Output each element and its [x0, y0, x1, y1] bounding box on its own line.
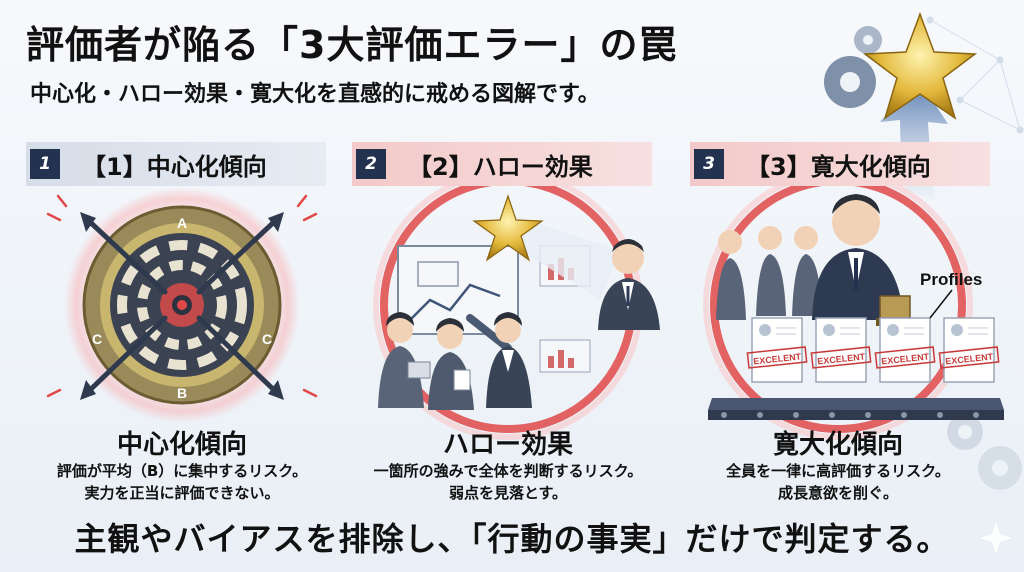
panel-description-leniency: 全員を一律に高評価するリスク。 成長意欲を削ぐ。 — [668, 460, 1008, 504]
panel-number-badge: 3 — [694, 149, 724, 179]
description-line: 実力を正当に評価できない。 — [84, 484, 280, 502]
panel-header-halo-effect: 2 【2】ハロー効果 — [352, 142, 652, 186]
target-label-b: B — [177, 385, 187, 401]
panel-description-central-tendency: 評価が平均（B）に集中するリスク。 実力を正当に評価できない。 — [12, 460, 352, 504]
panel-name-central-tendency: 中心化傾向 — [116, 430, 247, 460]
halo-effect-illustration — [373, 170, 660, 440]
profiles-label: Profiles — [920, 270, 982, 289]
description-line: 成長意欲を削ぐ。 — [777, 484, 898, 502]
gear-icon — [947, 414, 1022, 490]
page-subtitle: 中心化・ハロー効果・寛大化を直感的に戒める図解です。 — [30, 82, 600, 107]
panel-name-halo-effect: ハロー効果 — [442, 430, 573, 460]
target-label-a: A — [177, 215, 187, 231]
sparkle-icon — [980, 522, 1012, 554]
gear-icon — [824, 26, 882, 108]
page-title: 評価者が陥る「3大評価エラー」の罠 — [26, 23, 678, 67]
footer-message: 主観やバイアスを排除し、「行動の事実」だけで判定する。 — [74, 520, 950, 558]
leniency-illustration — [703, 170, 1004, 440]
dartboard-illustration — [46, 187, 318, 423]
description-line: 弱点を見落とす。 — [448, 484, 568, 502]
panel-heading: 【2】ハロー効果 — [408, 152, 593, 181]
panel-name-leniency: 寛大化傾向 — [772, 430, 903, 460]
description-line: 全員を一律に高評価するリスク。 — [726, 462, 950, 480]
target-label-c-left: C — [92, 331, 102, 347]
description-line: 評価が平均（B）に集中するリスク。 — [56, 462, 308, 480]
panel-header-central-tendency: 1 【1】中心化傾向 — [26, 142, 326, 186]
panel-number-badge: 2 — [356, 149, 386, 179]
panel-header-leniency: 3 【3】寛大化傾向 — [690, 142, 990, 186]
network-decoration — [926, 16, 1024, 134]
panel-description-halo-effect: 一箇所の強みで全体を判断するリスク。 弱点を見落とす。 — [338, 460, 678, 504]
description-line: 一箇所の強みで全体を判断するリスク。 — [373, 462, 643, 480]
target-label-c-right: C — [262, 331, 272, 347]
panel-heading: 【3】寛大化傾向 — [746, 152, 931, 181]
panel-number-badge: 1 — [30, 149, 60, 179]
gold-star-icon — [862, 11, 978, 120]
panel-heading: 【1】中心化傾向 — [82, 152, 267, 181]
